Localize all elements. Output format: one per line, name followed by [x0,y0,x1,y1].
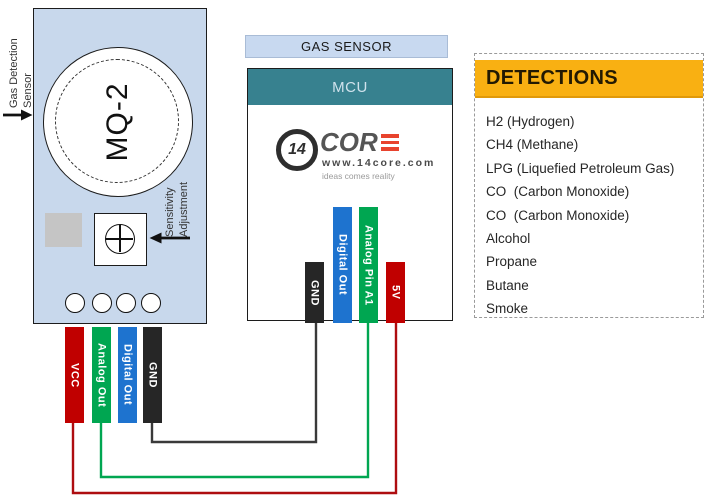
sensor-pin-analog-out-label: Analog Out [95,342,108,408]
sensor-pin-digital-out: Digital Out [118,327,137,423]
detection-item: LPG (Liquefied Petroleum Gas) [486,160,675,176]
sensor-dome-inner-ring [55,59,179,183]
detection-item: Propane [486,254,538,270]
sensitivity-potentiometer [94,213,147,266]
potentiometer-screw-icon [105,224,135,254]
detection-item: Alcohol [486,231,531,247]
detection-item: Smoke [486,301,529,317]
14core-badge-icon: 14 [276,129,318,171]
detection-item: CO (Carbon Monoxide) [486,184,630,200]
14core-tagline: ideas comes reality [322,171,395,181]
14core-logo: 14 COR www.14core.com ideas comes realit… [276,127,433,185]
sensor-pin-analog-out: Analog Out [92,327,111,423]
sensor-pin-digital-out-label: Digital Out [121,344,134,406]
detection-item: Butane [486,277,529,293]
pin-hole [92,293,112,313]
detection-item: CH4 (Methane) [486,137,579,153]
detection-item: CO (Carbon Monoxide) [486,207,630,223]
pin-hole [116,293,136,313]
pin-hole [141,293,161,313]
sensor-pin-vcc: VCC [65,327,84,423]
detection-item: H2 (Hydrogen) [486,114,575,129]
sensor-pin-vcc-label: VCC [68,362,81,388]
sensitivity-adjustment-label: Sensitivity Adjustment [164,181,190,237]
mcu-pin-gnd: GND [305,262,324,323]
sensor-pin-gnd: GND [143,327,162,423]
mcu-pin-digital-out-label: Digital Out [336,234,349,296]
core-logo-e-icon [380,134,399,151]
sensor-pin-gnd-label: GND [146,362,159,388]
wire-gnd-to-gnd [150,322,318,444]
gas-detection-sensor-label: Gas Detection Sensor [8,38,34,108]
14core-url: www.14core.com [322,157,436,169]
gas-detection-arrow-icon [3,109,33,121]
wire-analog-out-to-a1 [99,322,370,479]
14core-brand-text: COR [320,127,378,157]
mcu-pin-analog-a1-label: Analog Pin A1 [362,224,375,306]
mcu-pin-analog-a1: Analog Pin A1 [359,207,378,323]
sensor-component-block [45,213,82,247]
sensor-chip-label: MQ-2 [101,82,134,162]
mcu-pin-5v-label: 5V [389,285,402,300]
pin-hole [65,293,85,313]
detections-list: H2 (Hydrogen) CH4 (Methane) LPG (Liquefi… [475,98,703,321]
mcu-pin-digital-out: Digital Out [333,207,352,323]
mcu-pin-5v: 5V [386,262,405,323]
mcu-pin-gnd-label: GND [308,279,321,306]
gas-sensor-dome [43,47,193,197]
mcu-header: MCU [248,69,452,105]
detections-title: DETECTIONS [475,60,703,98]
gas-sensor-banner: GAS SENSOR [245,35,448,58]
14core-brand: COR [320,127,399,158]
detections-panel: DETECTIONS H2 (Hydrogen) CH4 (Methane) L… [474,53,704,318]
